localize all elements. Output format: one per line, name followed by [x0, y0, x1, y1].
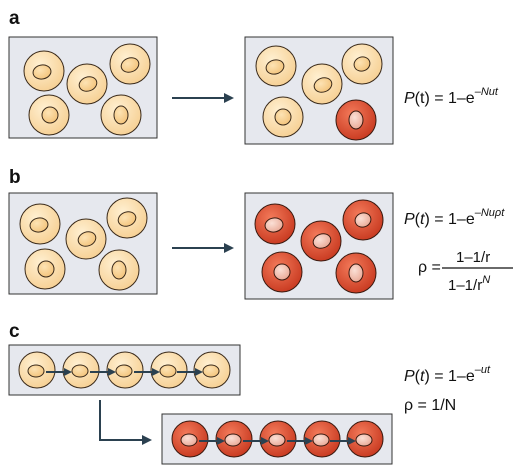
cell	[98, 249, 140, 291]
mutant-cell	[254, 203, 296, 245]
panel-b-equation: P(t) = 1–e–Nuρt	[404, 207, 505, 228]
cell	[65, 218, 107, 260]
cell	[341, 43, 383, 85]
panel-a-label: a	[9, 8, 20, 29]
panel-b-frac-numerator: 1–1/r	[456, 249, 490, 266]
cell	[100, 94, 142, 136]
panel-c-label: c	[9, 321, 20, 342]
mutant-cell	[346, 420, 384, 458]
mutant-cell	[300, 220, 342, 262]
cell	[255, 45, 297, 87]
cell	[262, 96, 304, 138]
panel-c-bend-arrow	[99, 400, 152, 445]
panel-a-after-cells	[255, 43, 383, 141]
cell	[109, 43, 151, 85]
cell	[19, 203, 61, 245]
cell	[193, 351, 231, 389]
cell	[24, 248, 66, 290]
panel-b-before-cells	[19, 197, 148, 291]
cell	[66, 63, 108, 105]
panel-b-rho-label: ρ =	[418, 259, 441, 276]
cell	[301, 63, 343, 105]
cell	[62, 351, 100, 389]
mutant-cell	[259, 420, 297, 458]
panel-b-after-cells	[254, 199, 384, 294]
panel-c-before-cells	[18, 351, 231, 389]
mutant-cell	[171, 420, 209, 458]
cell	[106, 351, 144, 389]
panel-b-frac-denominator: 1–1/rN	[448, 274, 490, 294]
mutant-cell	[342, 199, 384, 241]
cell	[23, 50, 65, 92]
mutant-cell	[335, 99, 377, 141]
cell	[150, 351, 188, 389]
cell	[28, 94, 70, 136]
panel-b-label: b	[9, 167, 21, 188]
panel-c-rho-equation: ρ = 1/N	[404, 397, 456, 414]
panel-a-before-cells	[23, 43, 151, 136]
mutant-cell	[261, 251, 303, 293]
mutant-cell	[303, 420, 341, 458]
panel-c-equation: P(t) = 1–e–ut	[404, 364, 491, 385]
mutant-cell	[215, 420, 253, 458]
panel-c-after-cells	[171, 420, 384, 458]
cell	[106, 197, 148, 239]
cell	[18, 351, 56, 389]
mutant-cell	[335, 252, 377, 294]
panel-a-equation: P(t) = 1–e–Nut	[404, 86, 499, 107]
